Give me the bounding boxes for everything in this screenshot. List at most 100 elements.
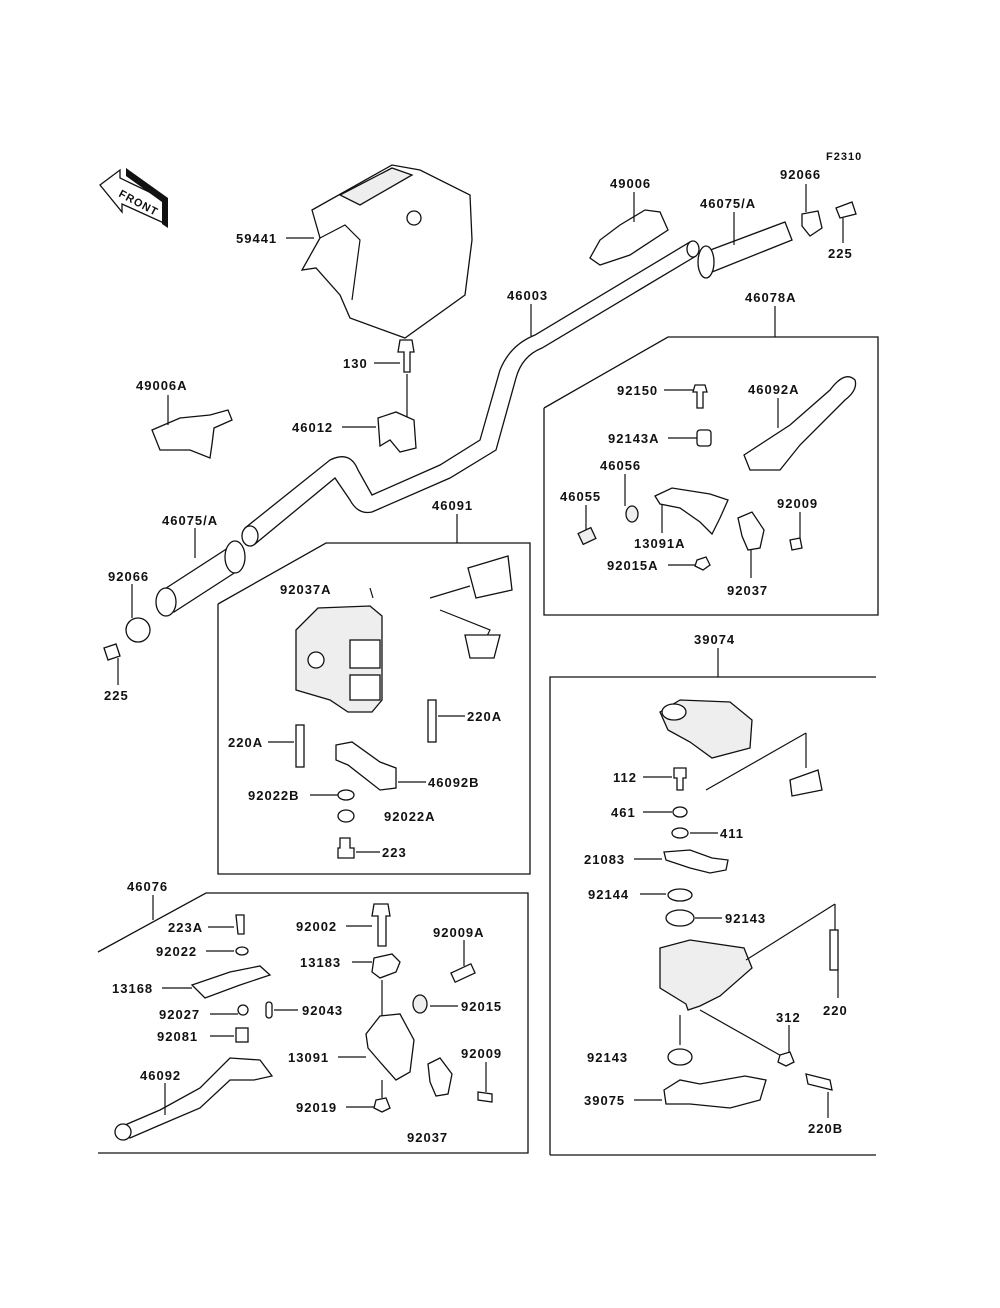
part-label-223a: 223A xyxy=(168,920,203,935)
bolt-92002 xyxy=(371,903,391,947)
part-label-92022: 92022 xyxy=(156,944,197,959)
grip-end-92066-left xyxy=(125,617,151,643)
part-label-225-top: 225 xyxy=(828,246,853,261)
clamp-92037-bottom xyxy=(427,1057,453,1097)
part-label-46076: 46076 xyxy=(127,879,168,894)
part-label-13091: 13091 xyxy=(288,1050,329,1065)
part-label-46055: 46055 xyxy=(560,489,601,504)
pin-92043 xyxy=(265,1001,273,1019)
adjuster-92009a xyxy=(450,962,476,984)
plate-13168 xyxy=(190,965,272,999)
bolt-130 xyxy=(397,339,415,373)
part-label-46092a: 46092A xyxy=(748,382,800,397)
part-label-92009-top: 92009 xyxy=(777,496,818,511)
screw-112 xyxy=(673,767,687,791)
bracket-13091 xyxy=(365,1013,415,1081)
adjuster-46055 xyxy=(577,526,597,546)
seal-92143-a xyxy=(665,909,695,927)
washer-411 xyxy=(671,827,689,839)
part-label-92144: 92144 xyxy=(588,887,629,902)
part-label-13091a: 13091A xyxy=(634,536,686,551)
bolt-92009-top xyxy=(789,537,803,551)
box-46091 xyxy=(217,542,531,875)
part-label-46003: 46003 xyxy=(507,288,548,303)
bolt-225-top xyxy=(835,201,857,219)
nut-92015a xyxy=(694,556,711,571)
part-label-46012: 46012 xyxy=(292,420,333,435)
lever-46092b xyxy=(335,741,397,791)
bolt-92150 xyxy=(692,384,708,409)
bracket-13183 xyxy=(371,953,401,979)
spring-92144 xyxy=(667,888,693,902)
part-label-46092b: 46092B xyxy=(428,775,480,790)
part-label-46056: 46056 xyxy=(600,458,641,473)
part-label-92043: 92043 xyxy=(302,1003,343,1018)
part-label-92002: 92002 xyxy=(296,919,337,934)
part-label-46075a-left: 46075/A xyxy=(162,513,218,528)
part-label-223: 223 xyxy=(382,845,407,860)
part-label-49006: 49006 xyxy=(610,176,651,191)
part-label-112: 112 xyxy=(613,770,637,785)
nut-92015 xyxy=(412,994,428,1014)
plate-21083 xyxy=(663,849,729,874)
part-label-13183: 13183 xyxy=(300,955,341,970)
handlebar-46003 xyxy=(241,240,700,547)
part-label-312: 312 xyxy=(776,1010,801,1025)
part-label-46078a: 46078A xyxy=(745,290,797,305)
part-label-46091: 46091 xyxy=(432,498,473,513)
lower-housing-39074 xyxy=(659,939,753,1011)
part-label-92143-b: 92143 xyxy=(587,1050,628,1065)
screw-220a-left xyxy=(295,724,305,768)
part-label-92066-top: 92066 xyxy=(780,167,821,182)
grip-cap-49006a xyxy=(151,409,233,459)
collar-92143a xyxy=(696,429,712,447)
box-46076 xyxy=(97,892,529,1154)
part-label-39075: 39075 xyxy=(584,1093,625,1108)
washer-92022a xyxy=(337,809,355,823)
adjuster-46056 xyxy=(625,505,639,523)
front-arrow-icon: FRONT xyxy=(99,168,168,228)
lever-46092 xyxy=(116,1057,274,1139)
part-label-92009-bottom: 92009 xyxy=(461,1046,502,1061)
part-label-92037a: 92037A xyxy=(280,582,332,597)
part-label-49006a: 49006A xyxy=(136,378,188,393)
part-label-220a-left: 220A xyxy=(228,735,263,750)
box-39074 xyxy=(549,676,876,1155)
spring-92081 xyxy=(235,1027,249,1043)
part-label-92143-a: 92143 xyxy=(725,911,766,926)
figure-code: F2310 xyxy=(826,151,862,163)
grip-end-92066-top xyxy=(801,210,823,237)
seal-92143-b xyxy=(667,1048,693,1066)
part-label-92143a: 92143A xyxy=(608,431,660,446)
grip-cap-49006 xyxy=(589,209,669,266)
part-label-92022b: 92022B xyxy=(248,788,300,803)
nut-312 xyxy=(777,1051,795,1067)
part-label-92015a: 92015A xyxy=(607,558,659,573)
left-grip xyxy=(155,540,246,617)
washer-92022b xyxy=(337,789,355,801)
bracket-13091a xyxy=(654,487,729,536)
part-label-92037-bottom: 92037 xyxy=(407,1130,448,1145)
lever-39075 xyxy=(663,1075,767,1109)
part-label-59441: 59441 xyxy=(236,231,277,246)
switch-housing-46091 xyxy=(295,555,513,713)
part-label-92027: 92027 xyxy=(159,1007,200,1022)
part-label-220: 220 xyxy=(823,1003,848,1018)
screw-220a-right xyxy=(427,699,437,743)
part-label-92022a: 92022A xyxy=(384,809,436,824)
box-46078a xyxy=(543,336,879,616)
part-label-39074: 39074 xyxy=(694,632,735,647)
handlebar-holder-46012 xyxy=(377,411,417,453)
lever-46092a xyxy=(743,376,857,471)
part-label-92009a: 92009A xyxy=(433,925,485,940)
part-label-130: 130 xyxy=(343,356,368,371)
handlebar-cover xyxy=(300,164,473,339)
bolt-225-left xyxy=(103,643,121,661)
part-label-92066-left: 92066 xyxy=(108,569,149,584)
clip-39074 xyxy=(789,769,823,797)
washer-461 xyxy=(672,806,688,818)
part-label-220a-right: 220A xyxy=(467,709,502,724)
part-label-21083: 21083 xyxy=(584,852,625,867)
part-label-46075a-top: 46075/A xyxy=(700,196,756,211)
screw-220b xyxy=(805,1073,833,1091)
